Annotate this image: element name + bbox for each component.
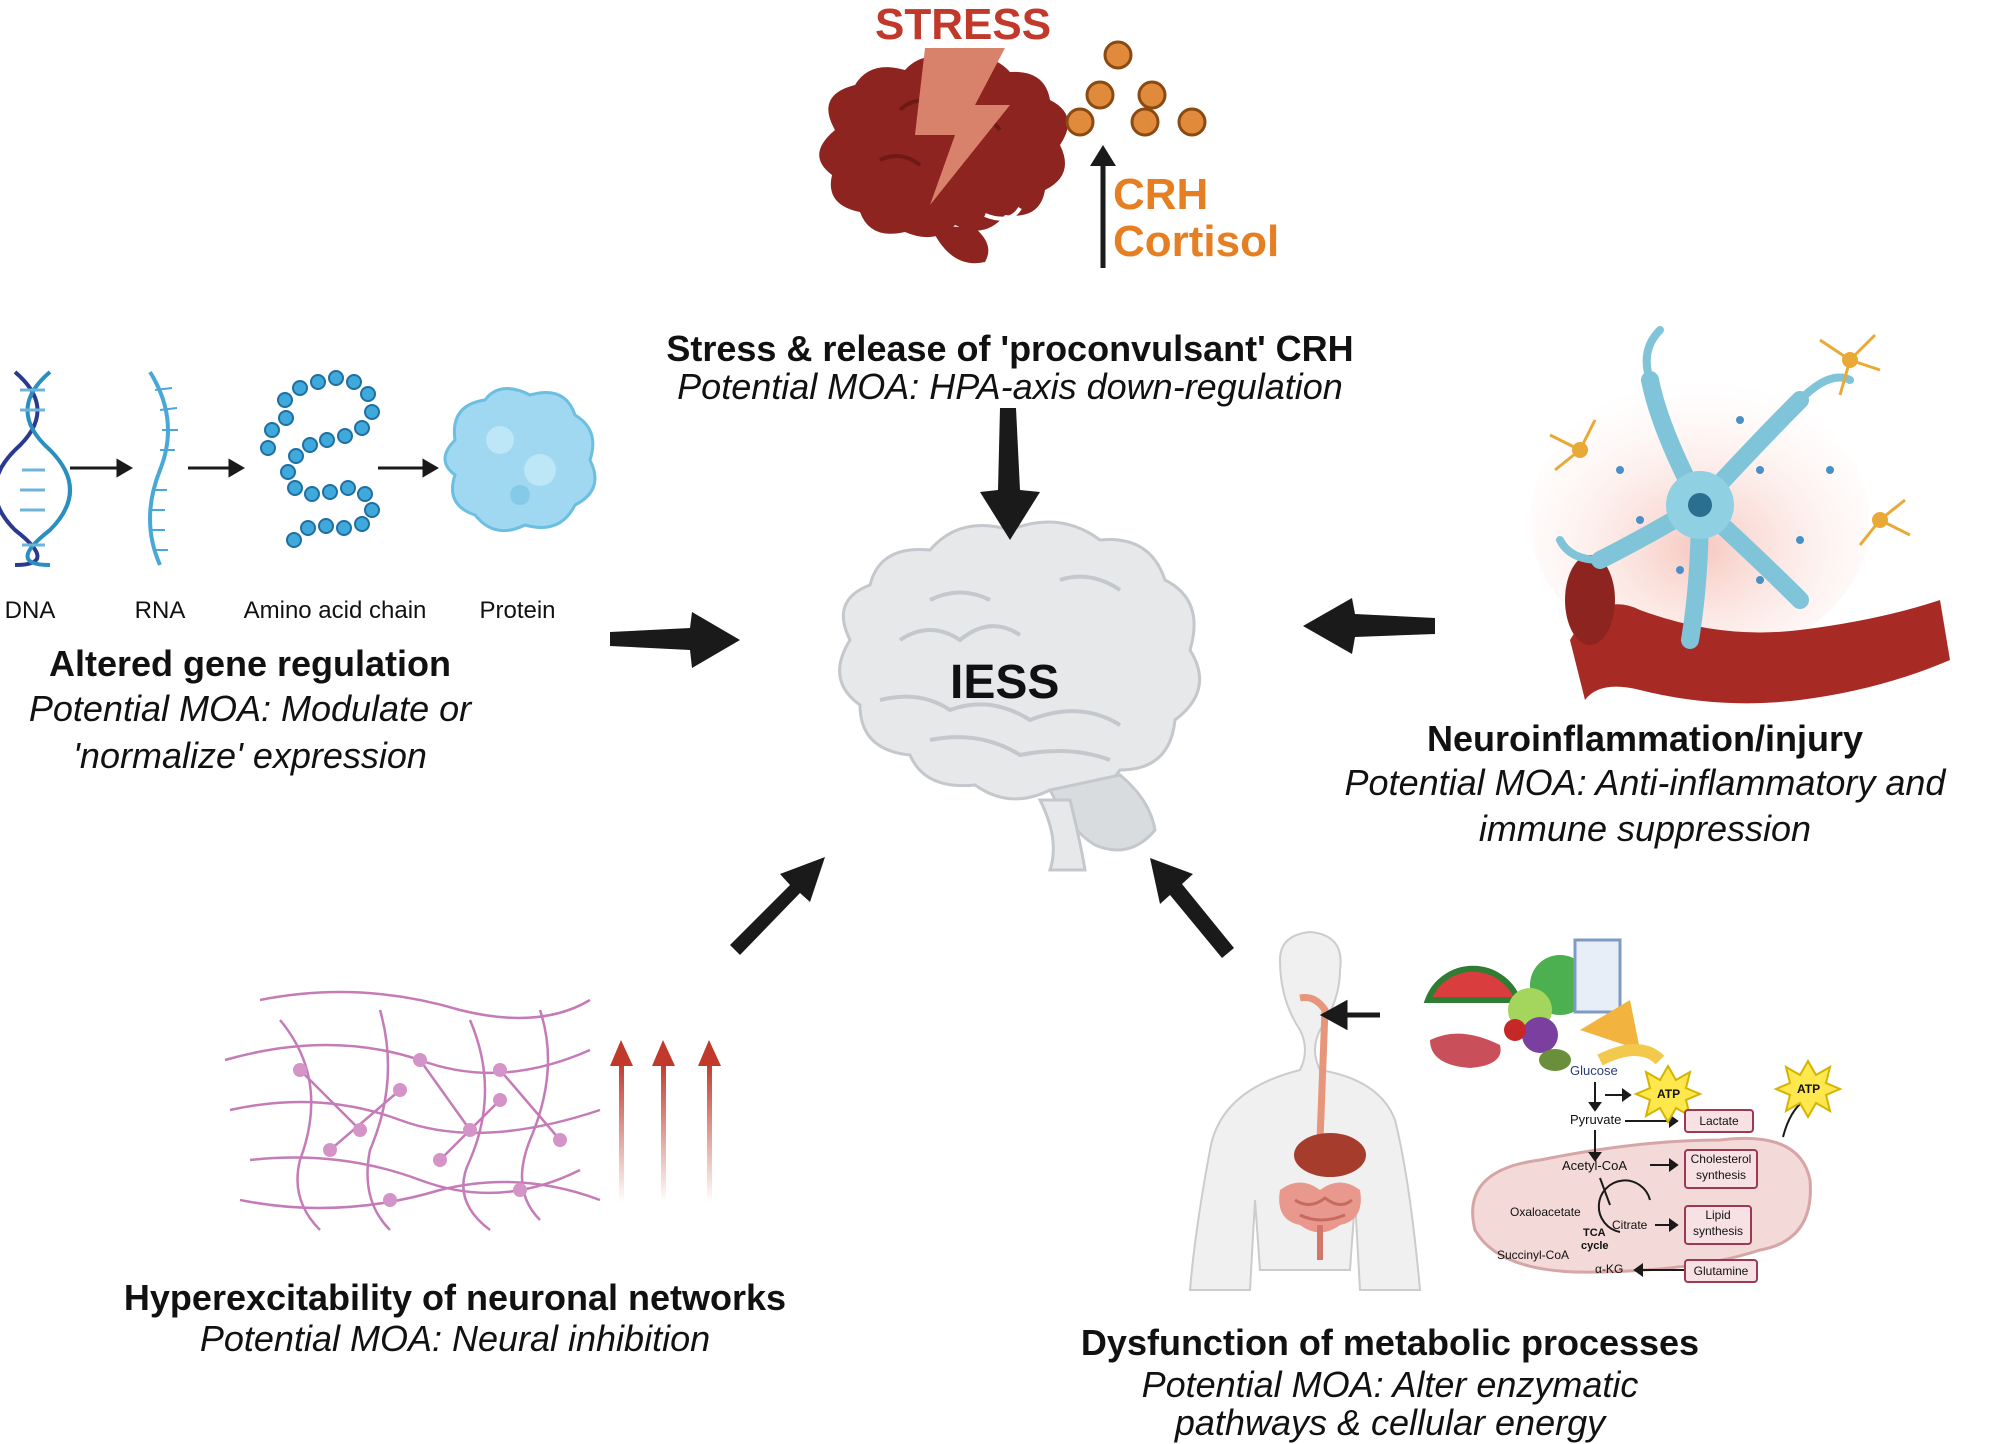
pathway-lipid1: Lipid: [1705, 1208, 1731, 1222]
pathway-lipid2: synthesis: [1692, 1224, 1744, 1238]
lightning-bolt-icon: [915, 48, 1010, 205]
center-brain-icon: [838, 520, 1202, 872]
dna-helix-icon: [0, 370, 72, 567]
arrow-top-to-center: [980, 408, 1040, 540]
center-label: IESS: [950, 656, 1060, 709]
bottom-right-moa-line2: pathways & cellular energy: [1174, 1402, 1606, 1443]
arrow-bottomright-to-center: [1150, 858, 1234, 958]
right-moa-line2: immune suppression: [1478, 808, 1812, 849]
neuroinflammation-icon: [1530, 326, 1950, 704]
neuronal-network-icon: [224, 990, 601, 1231]
top-heading: Stress & release of 'proconvulsant' CRH: [666, 328, 1354, 369]
left-heading: Altered gene regulation: [48, 643, 452, 684]
crh-label: CRH: [1113, 170, 1209, 219]
pathway-tca2: cycle: [1581, 1240, 1609, 1252]
pathway-atp2: ATP: [1797, 1082, 1821, 1096]
pathway-atp1: ATP: [1657, 1087, 1681, 1101]
food-items-icon: [1423, 938, 1665, 1071]
up-arrow-icon: [1090, 145, 1116, 268]
cortisol-label: Cortisol: [1113, 217, 1280, 266]
pathway-tca1: TCA: [1583, 1227, 1606, 1239]
step-arrows: [70, 458, 439, 478]
pathway-oxalo: Oxaloacetate: [1510, 1205, 1581, 1219]
pathway-succinyl: Succinyl-CoA: [1497, 1248, 1570, 1262]
stress-label: STRESS: [875, 0, 1052, 49]
left-moa-line1: Potential MOA: Modulate or: [28, 688, 472, 729]
neuron-cells: [293, 1053, 567, 1207]
rna-strand-icon: [148, 370, 178, 566]
pathway-lactate: Lactate: [1699, 1114, 1739, 1128]
right-heading: Neuroinflammation/injury: [1426, 718, 1864, 759]
pathway-acetyl: Acetyl-CoA: [1562, 1158, 1628, 1173]
step-protein-label: Protein: [479, 597, 556, 624]
human-body-icon: [1188, 930, 1422, 1291]
cortisol-particles-icon: [1065, 40, 1207, 137]
pathway-glutamine: Glutamine: [1693, 1264, 1749, 1278]
step-rna-label: RNA: [134, 597, 186, 624]
top-moa: Potential MOA: HPA-axis down-regulation: [677, 366, 1343, 407]
atp-star-icons: [1633, 1058, 1843, 1125]
pathway-glucose: Glucose: [1570, 1063, 1618, 1078]
pathway-chol1: Cholesterol: [1690, 1152, 1752, 1166]
arrow-right-to-center: [1303, 598, 1435, 654]
pathway-akg: α-KG: [1595, 1262, 1624, 1276]
pathway-pyruvate: Pyruvate: [1570, 1112, 1622, 1127]
step-dna-label: DNA: [4, 597, 56, 624]
left-moa-line2: 'normalize' expression: [73, 735, 427, 776]
arrow-left-to-center: [610, 612, 740, 668]
step-amino-acid-label: Amino acid chain: [243, 597, 427, 624]
bottom-left-heading: Hyperexcitability of neuronal networks: [123, 1277, 787, 1318]
bottom-left-moa: Potential MOA: Neural inhibition: [199, 1318, 711, 1359]
arrow-bottomleft-to-center: [730, 857, 825, 955]
amino-acid-chain-icon: [260, 370, 380, 548]
increase-arrows-icon: [610, 1040, 721, 1202]
bottom-right-moa-line1: Potential MOA: Alter enzymatic: [1141, 1364, 1639, 1405]
pathway-citrate: Citrate: [1612, 1218, 1648, 1232]
pathway-product-boxes: [1684, 1109, 1758, 1283]
bottom-right-heading: Dysfunction of metabolic processes: [1080, 1322, 1700, 1363]
right-moa-line1: Potential MOA: Anti-inflammatory and: [1344, 762, 1946, 803]
food-arrow-icon: [1319, 999, 1380, 1031]
pathway-chol2: synthesis: [1695, 1168, 1747, 1182]
protein-blob-icon: [443, 387, 597, 533]
